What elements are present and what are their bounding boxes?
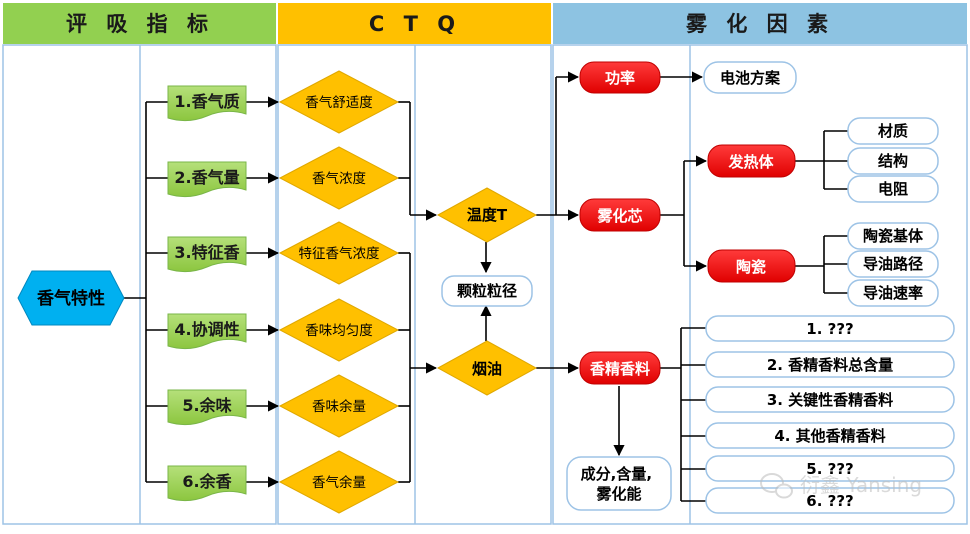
header-col2-bg [278, 3, 551, 44]
flavor-node: 香精香料 [579, 351, 661, 385]
header-col3: 雾 化 因 素 [686, 12, 834, 36]
header-col1: 评 吸 指 标 [66, 12, 214, 36]
atomizer-core-node: 雾化芯 [579, 198, 661, 232]
heater-node: 发热体 [707, 144, 796, 178]
flavor-item: 3. 关键性香精香料 [767, 391, 893, 409]
composition-label: 成分,含量, 雾化能 [581, 465, 658, 503]
indicator-item: 2.香气量 [167, 161, 247, 198]
indicator-label: 6.余香 [182, 472, 232, 491]
ctq-item: 特征香气浓度 [278, 221, 400, 285]
heater-items: 材质 结构 电阻 [847, 117, 939, 203]
ctq-label: 香味均匀度 [305, 323, 373, 339]
indicator-label: 4.协调性 [174, 320, 239, 339]
ctq-label: 香气余量 [312, 474, 366, 491]
indicator-label: 2.香气量 [174, 168, 239, 187]
flavor-label: 香精香料 [590, 360, 650, 378]
eliquid-label: 烟油 [472, 360, 502, 378]
indicator-item: 6.余香 [167, 465, 247, 502]
column-frames [2, 44, 968, 525]
heater-item: 电阻 [878, 180, 908, 198]
header-row: 评 吸 指 标 C T Q 雾 化 因 素 [3, 3, 967, 44]
watermark: 衍鑫 Yansing [760, 473, 922, 499]
ceramic-label: 陶瓷 [736, 258, 766, 276]
particle-label: 颗粒粒径 [457, 282, 517, 300]
flavor-item: 5. ??? [806, 460, 853, 478]
heater-label: 发热体 [727, 153, 774, 171]
composition-node: 成分,含量, 雾化能 [566, 456, 672, 511]
flavor-item: 6. ??? [806, 492, 853, 510]
indicator-label: 1.香气质 [174, 92, 239, 111]
heater-item: 结构 [878, 152, 908, 170]
indicator-item: 3.特征香 [167, 236, 247, 273]
ceramic-items: 陶瓷基体 导油路径 导油速率 [847, 222, 939, 307]
ctq-label: 特征香气浓度 [299, 246, 380, 262]
ctq-list: 香气舒适度 香气浓度 特征香气浓度 香味均匀度 香味余量 香气余量 [278, 70, 400, 514]
particle-node: 颗粒粒径 [441, 275, 533, 307]
ceramic-item: 陶瓷基体 [863, 227, 924, 245]
indicator-item: 1.香气质 [167, 85, 247, 122]
header-col3-bg [553, 3, 967, 44]
ctq-label: 香气浓度 [312, 171, 366, 187]
flavor-items: 1. ??? 2. 香精香料总含量 3. 关键性香精香料 4. 其他香精香料 5… [705, 315, 955, 514]
root-label: 香气特性 [37, 288, 105, 309]
indicator-item: 4.协调性 [167, 313, 247, 350]
watermark-text: 衍鑫 Yansing [800, 473, 922, 497]
ctq-item: 香气浓度 [278, 146, 400, 210]
eliquid-node: 烟油 [436, 340, 538, 396]
power-node: 功率 [579, 61, 661, 94]
atomizer-core-label: 雾化芯 [596, 207, 642, 225]
ceramic-item: 导油速率 [863, 284, 923, 302]
header-col1-bg [3, 3, 276, 44]
battery-node: 电池方案 [703, 61, 797, 94]
ceramic-item: 导油路径 [863, 255, 923, 273]
wechat-icon [760, 473, 793, 499]
connectors [124, 71, 848, 502]
indicator-item: 5.余味 [167, 389, 247, 426]
ceramic-node: 陶瓷 [707, 249, 796, 283]
power-label: 功率 [605, 69, 635, 87]
flavor-item: 2. 香精香料总含量 [767, 356, 893, 374]
temperature-node: 温度T [436, 187, 538, 243]
flavor-item: 1. ??? [806, 320, 853, 338]
indicator-label: 5.余味 [182, 396, 231, 415]
root-node: 香气特性 [17, 270, 125, 326]
temperature-label: 温度T [467, 206, 508, 224]
ctq-label: 香味余量 [312, 398, 366, 415]
ctq-item: 香味均匀度 [278, 298, 400, 362]
heater-item: 材质 [878, 122, 908, 140]
battery-label: 电池方案 [720, 69, 781, 87]
flavor-item: 4. 其他香精香料 [774, 427, 885, 445]
indicator-list: 1.香气质 2.香气量 3.特征香 4.协调性 5.余味 6.余香 [167, 85, 247, 502]
ctq-item: 香气舒适度 [278, 70, 400, 134]
ctq-item: 香味余量 [278, 374, 400, 438]
indicator-label: 3.特征香 [174, 243, 240, 262]
header-col2: C T Q [369, 12, 461, 36]
ctq-item: 香气余量 [278, 450, 400, 514]
ctq-label: 香气舒适度 [305, 95, 373, 111]
